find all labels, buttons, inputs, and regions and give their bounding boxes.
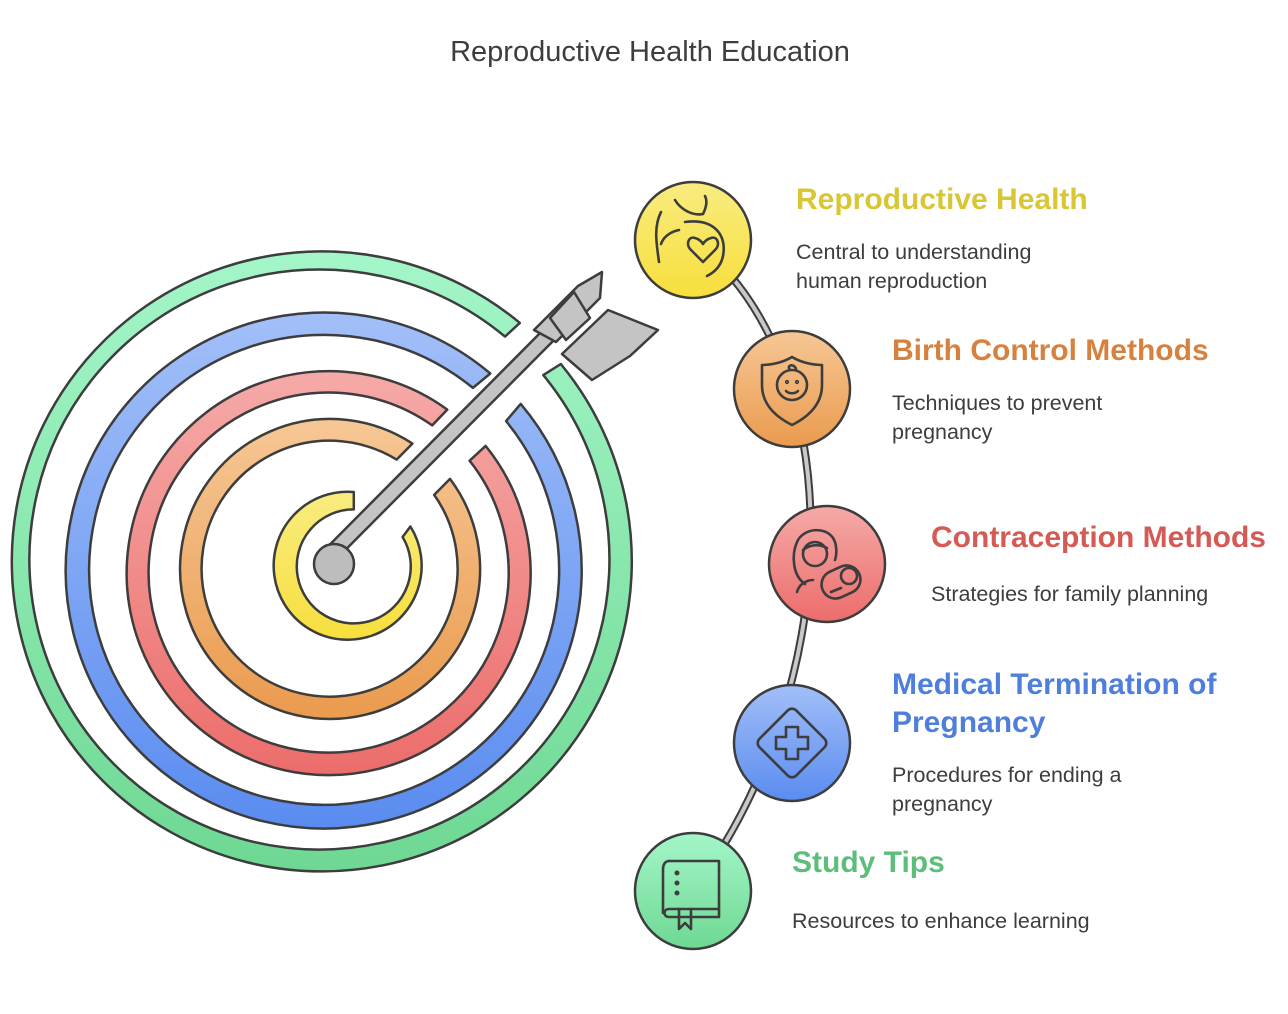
target-ring-red (125, 369, 532, 777)
item-title-medical-termination: Medical Termination of Pregnancy (892, 668, 1217, 739)
node-reproductive-health (633, 180, 753, 300)
arrow-tip (312, 542, 356, 586)
target-ring-orange (178, 417, 482, 721)
target-ring-blue (64, 311, 583, 830)
item-desc-medical-termination: Procedures for ending a pregnancy (892, 763, 1122, 816)
arrow-fletching-tail (548, 290, 592, 342)
book-icon (661, 859, 721, 931)
node-birth-control (732, 329, 852, 449)
node-medical-termination (732, 683, 852, 803)
page-title: Reproductive Health Education (450, 36, 850, 68)
arrow-fletching-lower (560, 308, 660, 382)
target-ring-green (10, 250, 633, 873)
item-desc-study-tips: Resources to enhance learning (792, 909, 1090, 933)
item-title-reproductive-health: Reproductive Health (796, 183, 1088, 216)
item-desc-birth-control: Techniques to prevent pregnancy (892, 391, 1103, 444)
item-desc-reproductive-health: Central to understanding human reproduct… (796, 240, 1032, 293)
pregnant-belly-heart-icon (654, 194, 726, 278)
item-desc-contraception: Strategies for family planning (931, 582, 1209, 606)
mother-baby-icon (792, 528, 862, 600)
item-title-birth-control: Birth Control Methods (892, 334, 1209, 367)
node-contraception (767, 504, 887, 624)
target-ring-yellow (272, 490, 423, 641)
item-title-study-tips: Study Tips (792, 846, 945, 879)
arrow (312, 270, 660, 586)
baby-shield-icon (760, 355, 824, 427)
node-study-tips (633, 831, 753, 951)
medical-cross-icon (756, 707, 828, 779)
item-title-contraception: Contraception Methods (931, 521, 1266, 554)
